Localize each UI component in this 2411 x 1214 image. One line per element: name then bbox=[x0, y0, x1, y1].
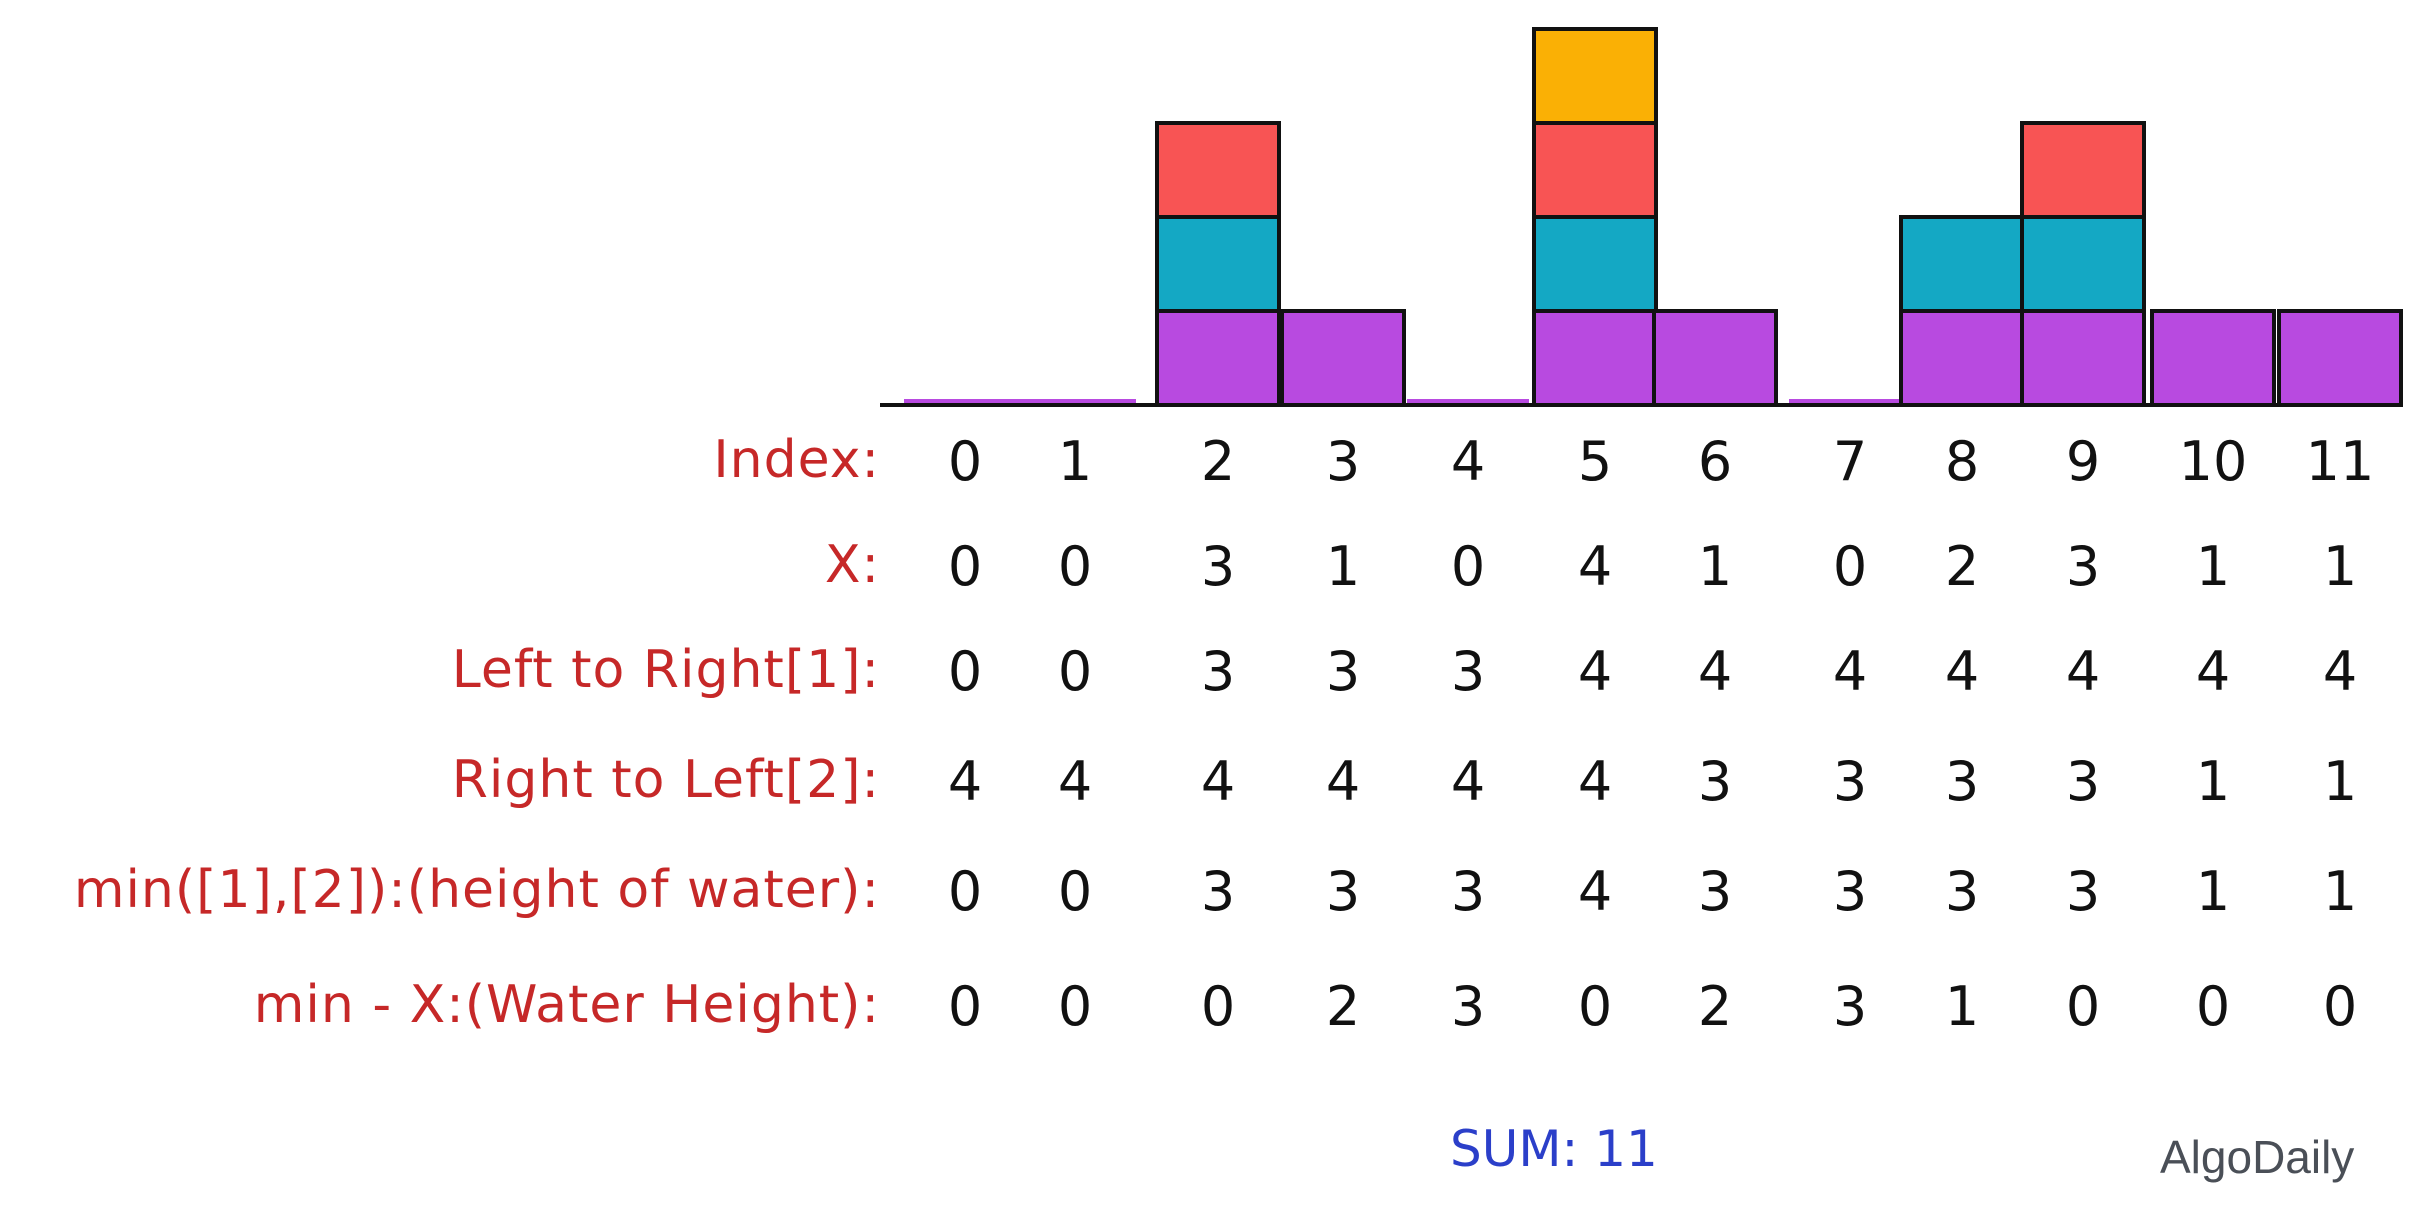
sum-label: SUM: 11 bbox=[1450, 1120, 1658, 1178]
row-value: 3 bbox=[1944, 750, 1980, 813]
bar-block bbox=[1899, 215, 2025, 313]
row-value: 1 bbox=[1325, 535, 1361, 598]
row-value: 4 bbox=[2195, 640, 2231, 703]
row-value: 3 bbox=[2065, 860, 2101, 923]
row-value: 1 bbox=[2322, 535, 2358, 598]
row-value: 1 bbox=[2322, 750, 2358, 813]
row-value: 0 bbox=[947, 430, 983, 493]
row-value: 4 bbox=[1944, 640, 1980, 703]
row-value: 0 bbox=[2195, 975, 2231, 1038]
row-value: 4 bbox=[1450, 750, 1486, 813]
bar-block bbox=[1155, 121, 1281, 219]
row-value: 0 bbox=[1200, 975, 1236, 1038]
row-value: 4 bbox=[1325, 750, 1361, 813]
row-value: 3 bbox=[1450, 640, 1486, 703]
row-value: 11 bbox=[2305, 430, 2375, 493]
row-value: 4 bbox=[1450, 430, 1486, 493]
row-value: 1 bbox=[1057, 430, 1093, 493]
row-value: 0 bbox=[947, 640, 983, 703]
brand-logo-text: AlgoDaily bbox=[2160, 1131, 2355, 1183]
bar-block bbox=[2020, 121, 2146, 219]
row-value: 0 bbox=[1057, 640, 1093, 703]
bar-block bbox=[1532, 215, 1658, 313]
row-value: 1 bbox=[2195, 535, 2231, 598]
row-value: 0 bbox=[1577, 975, 1613, 1038]
bar-block bbox=[1532, 27, 1658, 125]
row-value: 3 bbox=[1832, 975, 1868, 1038]
bar-block bbox=[1532, 121, 1658, 219]
row-value: 4 bbox=[1577, 750, 1613, 813]
row-value: 4 bbox=[1057, 750, 1093, 813]
row-value: 1 bbox=[1944, 975, 1980, 1038]
row-value: 5 bbox=[1577, 430, 1613, 493]
row-label: min - X:(Water Height): bbox=[253, 975, 880, 1035]
row-value: 9 bbox=[2065, 430, 2101, 493]
row-value: 0 bbox=[1057, 535, 1093, 598]
bar-block bbox=[1652, 309, 1778, 407]
bar-block bbox=[1899, 309, 2025, 407]
row-value: 2 bbox=[1944, 535, 1980, 598]
row-value: 0 bbox=[947, 975, 983, 1038]
row-value: 3 bbox=[1200, 860, 1236, 923]
row-value: 1 bbox=[2322, 860, 2358, 923]
row-value: 10 bbox=[2178, 430, 2248, 493]
row-value: 4 bbox=[1577, 640, 1613, 703]
row-value: 3 bbox=[1450, 975, 1486, 1038]
row-value: 4 bbox=[2322, 640, 2358, 703]
bar-block bbox=[2020, 309, 2146, 407]
row-value: 3 bbox=[1697, 860, 1733, 923]
row-value: 3 bbox=[1200, 535, 1236, 598]
row-value: 8 bbox=[1944, 430, 1980, 493]
row-value: 3 bbox=[2065, 750, 2101, 813]
bar-block bbox=[2277, 309, 2403, 407]
bar-block bbox=[2020, 215, 2146, 313]
row-value: 4 bbox=[1577, 535, 1613, 598]
row-value: 3 bbox=[1200, 640, 1236, 703]
row-value: 0 bbox=[2065, 975, 2101, 1038]
row-value: 3 bbox=[1325, 430, 1361, 493]
row-value: 3 bbox=[1832, 860, 1868, 923]
row-value: 6 bbox=[1697, 430, 1733, 493]
row-label: X: bbox=[824, 535, 880, 595]
row-value: 4 bbox=[2065, 640, 2101, 703]
row-value: 3 bbox=[1944, 860, 1980, 923]
row-value: 1 bbox=[2195, 860, 2231, 923]
row-value: 3 bbox=[1697, 750, 1733, 813]
row-value: 4 bbox=[1200, 750, 1236, 813]
bar-block bbox=[1155, 309, 1281, 407]
row-value: 0 bbox=[1057, 975, 1093, 1038]
row-value: 2 bbox=[1200, 430, 1236, 493]
row-value: 4 bbox=[1577, 860, 1613, 923]
bar-block bbox=[1155, 215, 1281, 313]
row-value: 2 bbox=[1325, 975, 1361, 1038]
row-value: 0 bbox=[1832, 535, 1868, 598]
row-value: 0 bbox=[2322, 975, 2358, 1038]
row-value: 3 bbox=[1832, 750, 1868, 813]
row-value: 0 bbox=[947, 535, 983, 598]
row-value: 0 bbox=[1450, 535, 1486, 598]
row-value: 4 bbox=[1697, 640, 1733, 703]
bar-block bbox=[1280, 309, 1406, 407]
row-value: 3 bbox=[2065, 535, 2101, 598]
row-value: 1 bbox=[1697, 535, 1733, 598]
row-value: 4 bbox=[1832, 640, 1868, 703]
row-value: 7 bbox=[1832, 430, 1868, 493]
row-value: 3 bbox=[1450, 860, 1486, 923]
row-value: 0 bbox=[947, 860, 983, 923]
bar-block bbox=[2150, 309, 2276, 407]
bar-block bbox=[1532, 309, 1658, 407]
row-value: 1 bbox=[2195, 750, 2231, 813]
row-label: Left to Right[1]: bbox=[451, 640, 880, 700]
row-label: Right to Left[2]: bbox=[451, 750, 880, 810]
row-value: 0 bbox=[1057, 860, 1093, 923]
row-value: 4 bbox=[947, 750, 983, 813]
row-label: Index: bbox=[713, 430, 880, 490]
row-label: min([1],[2]):(height of water): bbox=[73, 860, 880, 920]
row-value: 2 bbox=[1697, 975, 1733, 1038]
row-value: 3 bbox=[1325, 640, 1361, 703]
row-value: 3 bbox=[1325, 860, 1361, 923]
